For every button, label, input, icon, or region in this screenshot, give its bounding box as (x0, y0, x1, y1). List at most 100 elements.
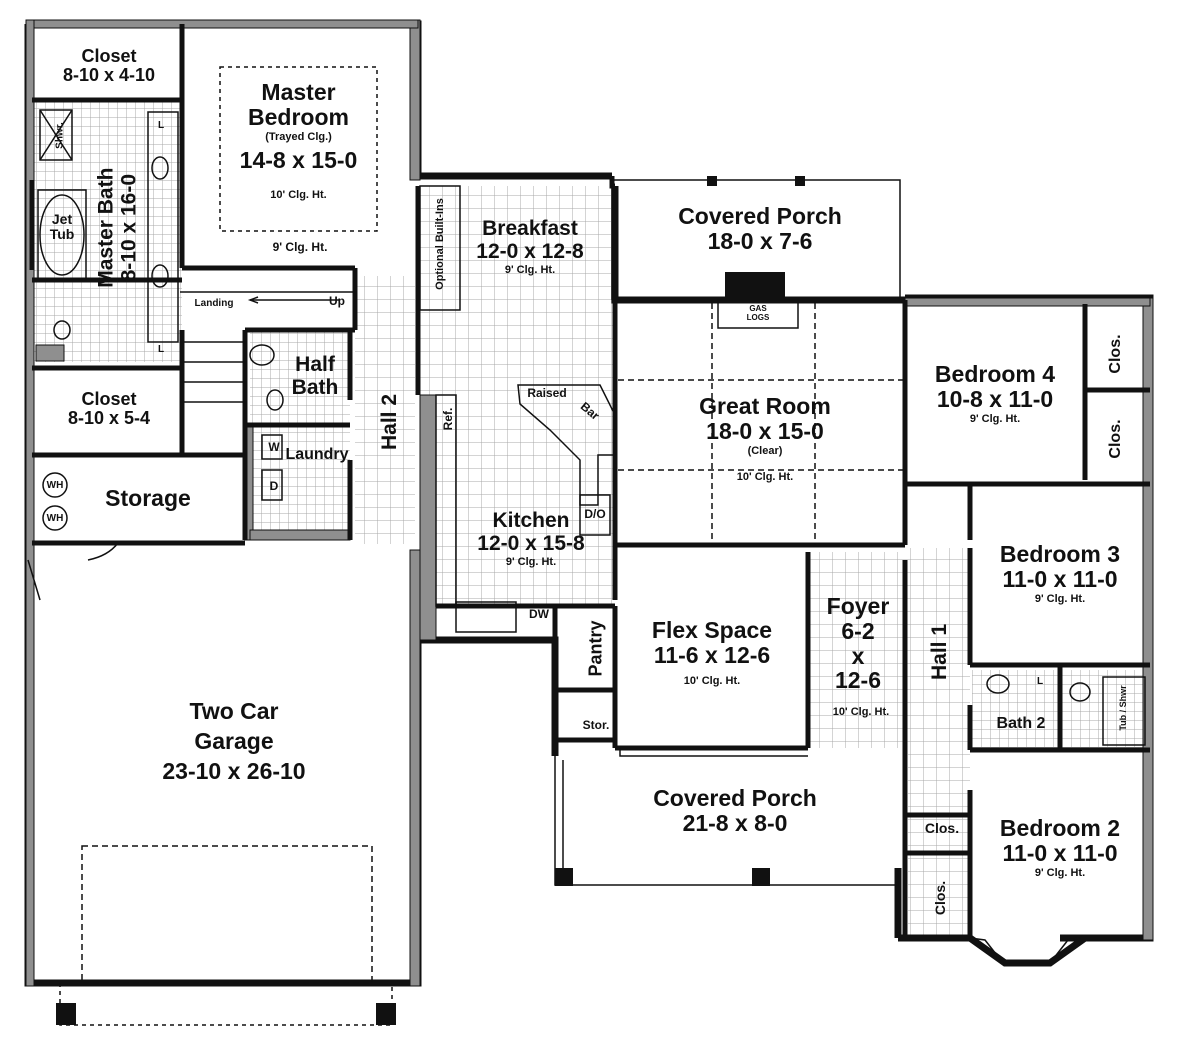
master-bedroom-name-2: Bedroom (248, 103, 349, 130)
garage-name-1: Two Car (189, 698, 279, 724)
covered-porch-front-name: Covered Porch (653, 785, 817, 811)
foyer-name: Foyer (826, 593, 890, 619)
landing-label: Landing (194, 298, 234, 309)
bedroom-4-dims: 10-8 x 11-0 (936, 385, 1054, 412)
lav-2-label: L (157, 344, 165, 355)
jet-tub-name-2: Tub (49, 226, 75, 243)
master-bath-dims: 8-10 x 16-0 (117, 173, 140, 282)
water-heater-1-label: WH (46, 480, 64, 491)
bedroom-2-clg: 9' Clg. Ht. (1034, 866, 1086, 879)
storage-label: Storage (86, 486, 210, 511)
gas-logs-label: GAS LOGS (738, 304, 778, 322)
gas-logs-line-1: GAS (749, 304, 767, 313)
foyer-dims-2: x (851, 642, 865, 669)
kitchen-label: Kitchen 12-0 x 15-8 9' Clg. Ht. (456, 509, 606, 569)
great-room-clg: 10' Clg. Ht. (736, 470, 794, 483)
closet-mid-name: Closet (81, 389, 137, 409)
half-bath-name-2: Bath (291, 375, 339, 399)
closet-top-name: Closet (81, 46, 137, 66)
double-oven-label: D/O (584, 507, 606, 521)
stor-label: Stor. (582, 718, 610, 732)
bedroom-4-label: Bedroom 4 10-8 x 11-0 9' Clg. Ht. (910, 362, 1080, 426)
posts (56, 176, 805, 1025)
flex-space-dims: 11-6 x 12-6 (653, 641, 771, 668)
bedroom-4-clg: 9' Clg. Ht. (969, 412, 1021, 425)
foyer-clg: 10' Clg. Ht. (832, 706, 890, 718)
foyer-label: Foyer 6-2 x 12-6 (810, 594, 906, 693)
covered-porch-back-label: Covered Porch 18-0 x 7-6 (620, 204, 900, 254)
gas-logs-line-2: LOGS (746, 312, 770, 322)
jet-tub-name-1: Jet (51, 211, 73, 227)
closet-bed2-label: Clos. (932, 880, 948, 916)
covered-porch-back-name: Covered Porch (678, 203, 842, 229)
closet-bed4-label: Clos. (1107, 334, 1124, 374)
tile-floors (32, 100, 1148, 938)
kitchen-dims: 12-0 x 15-8 (477, 531, 585, 555)
ref-label: Ref. (441, 407, 455, 431)
jet-tub-label: Jet Tub (42, 211, 82, 243)
flex-space-label: Flex Space 11-6 x 12-6 10' Clg. Ht. (622, 618, 802, 688)
interior-walls (29, 24, 1150, 940)
dishwasher-label: DW (529, 607, 549, 621)
flex-space-name: Flex Space (651, 617, 773, 643)
master-bedroom-clg: 9' Clg. Ht. (272, 240, 328, 254)
covered-porch-front-label: Covered Porch 21-8 x 8-0 (600, 786, 870, 836)
closet-top-dims: 8-10 x 4-10 (62, 65, 156, 86)
pantry-label: Pantry (585, 620, 606, 677)
closet-hall-label: Clos. (924, 820, 960, 836)
hall-1-label: Hall 1 (928, 623, 951, 681)
shower-label: Shwr. (54, 122, 66, 149)
garage-label: Two Car Garage 23-10 x 26-10 (120, 697, 348, 787)
breakfast-label: Breakfast 12-0 x 12-8 9' Clg. Ht. (460, 217, 600, 277)
closet-top-label: Closet 8-10 x 4-10 (34, 46, 184, 86)
garage-dims: 23-10 x 26-10 (162, 757, 306, 784)
great-room-name: Great Room (699, 393, 831, 419)
bedroom-3-dims: 11-0 x 11-0 (1002, 565, 1118, 592)
great-room-label: Great Room 18-0 x 15-0 (Clear) 10' Clg. … (640, 394, 890, 483)
breakfast-clg: 9' Clg. Ht. (504, 264, 556, 277)
tub-shower-label: Tub / Shwr (1118, 685, 1128, 731)
laundry-label: Laundry (285, 446, 349, 463)
flex-space-clg: 10' Clg. Ht. (683, 674, 741, 687)
storage-name: Storage (105, 485, 191, 511)
half-bath-label: Half Bath (282, 353, 348, 399)
hall-2-label: Hall 2 (378, 393, 401, 451)
master-bedroom-name-1: Master (261, 79, 336, 105)
breakfast-name: Breakfast (482, 217, 578, 240)
master-bedroom-note: (Trayed Clg.) (265, 130, 332, 143)
raised-bar-word-1: Raised (527, 386, 567, 400)
kitchen-clg: 9' Clg. Ht. (505, 556, 557, 569)
closet-bed3-label: Clos. (1107, 419, 1124, 459)
lav-1-label: L (157, 120, 165, 131)
covered-porch-front-dims: 21-8 x 8-0 (682, 809, 788, 836)
covered-porch-back-dims: 18-0 x 7-6 (707, 227, 813, 254)
bedroom-3-clg: 9' Clg. Ht. (1034, 592, 1086, 605)
dryer-label: D (269, 479, 279, 493)
bedroom-3-label: Bedroom 3 11-0 x 11-0 9' Clg. Ht. (980, 542, 1140, 606)
lav-3-label: L (1036, 676, 1044, 687)
master-bath-name: Master Bath (94, 167, 118, 288)
washer-label: W (268, 440, 280, 454)
great-room-note: (Clear) (747, 444, 783, 457)
great-room-dims: 18-0 x 15-0 (706, 417, 824, 444)
master-bath-label: Master Bath 8-10 x 16-0 (94, 138, 140, 318)
kitchen-name: Kitchen (492, 509, 570, 532)
closet-mid-dims: 8-10 x 5-4 (67, 408, 151, 429)
built-ins-label: Optional Built-Ins (434, 198, 446, 290)
breakfast-dims: 12-0 x 12-8 (476, 239, 584, 263)
bedroom-2-dims: 11-0 x 11-0 (1002, 839, 1118, 866)
wall-hatching (25, 19, 1154, 987)
foyer-dims-1: 6-2 (841, 617, 875, 644)
bedroom-3-name: Bedroom 3 (999, 541, 1121, 567)
garage-name-2: Garage (194, 727, 274, 754)
bedroom-2-name: Bedroom 2 (999, 815, 1121, 841)
bath-2-label: Bath 2 (996, 715, 1046, 732)
bedroom-2-label: Bedroom 2 11-0 x 11-0 9' Clg. Ht. (980, 816, 1140, 880)
master-bedroom-dims: 14-8 x 15-0 (239, 146, 358, 173)
closet-mid-label: Closet 8-10 x 5-4 (34, 389, 184, 429)
master-bedroom-tray-clg: 10' Clg. Ht. (270, 189, 327, 202)
foyer-dims-3: 12-6 (834, 667, 882, 694)
water-heater-2-label: WH (46, 513, 64, 524)
bedroom-4-name: Bedroom 4 (934, 361, 1056, 387)
stairs-up-label: Up (329, 294, 345, 308)
